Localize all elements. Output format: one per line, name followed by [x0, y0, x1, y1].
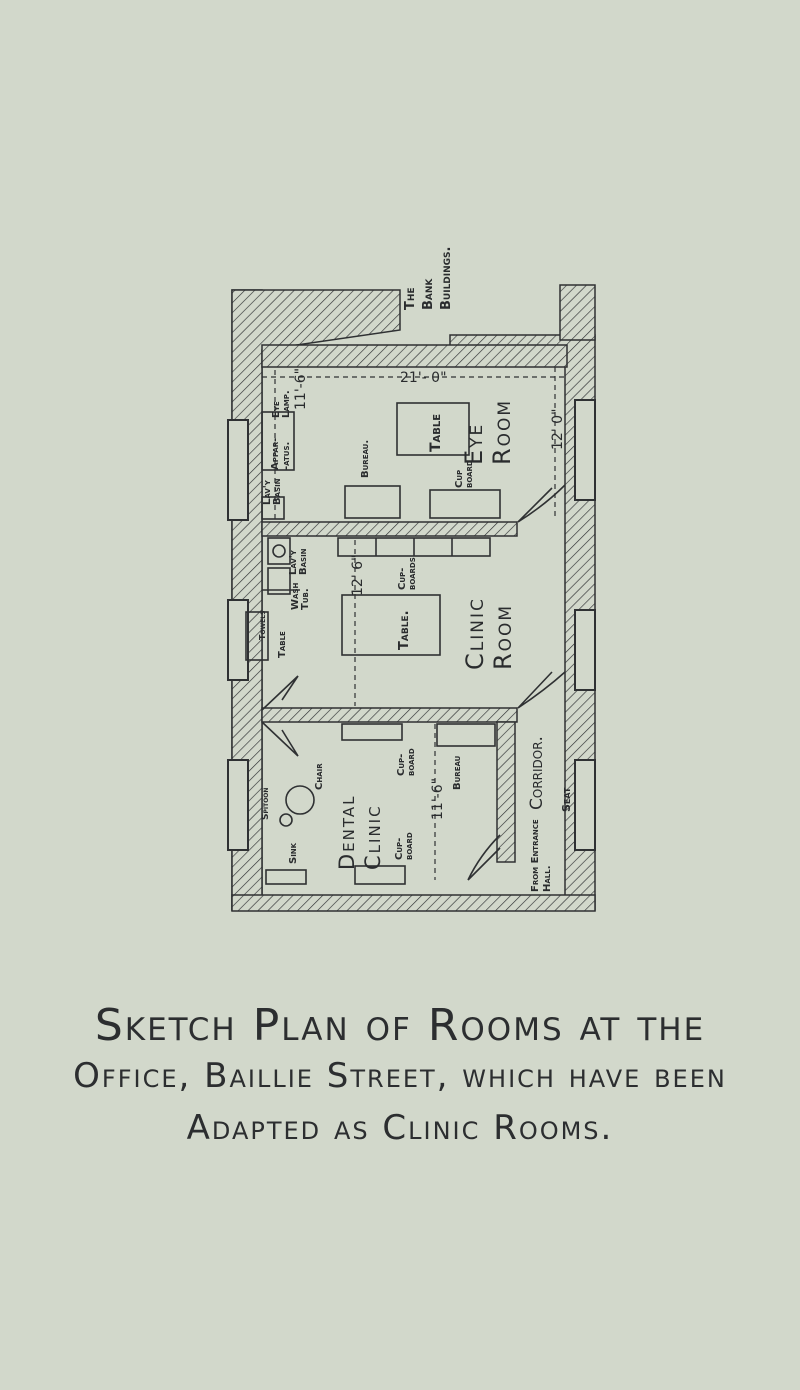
label-cupboard-low2-1: Cup- — [394, 838, 405, 860]
label-bank-1: The — [403, 287, 418, 310]
label-cupboard-low1-1: Cup- — [396, 754, 407, 776]
label-cupboard-low2-2: board — [404, 832, 415, 860]
caption-line-2: Office, Baillie Street, which have been — [73, 1056, 727, 1096]
label-cupboard-top-2: board — [464, 460, 475, 488]
label-eye-room-1: Eye — [460, 423, 488, 465]
label-bureau-top: Bureau. — [360, 440, 371, 478]
label-lav-basin-left-1: Lav'y — [262, 479, 273, 505]
label-right-dim: 12' 0" — [550, 409, 566, 450]
label-seat: Seat — [560, 787, 573, 812]
label-dental-clinic-2: Clinic — [361, 804, 385, 870]
label-from-entrance-2: Hall. — [542, 865, 553, 892]
label-lav-basin-mid-1: Lav'y — [288, 549, 299, 575]
label-apparatus-1: Appar- — [270, 438, 281, 470]
label-cupboard-top-1: Cup — [454, 470, 465, 488]
label-lav-basin-mid-2: Basin — [298, 548, 309, 575]
label-chair: Chair — [314, 763, 325, 790]
label-sink: Sink — [288, 842, 299, 864]
furniture — [245, 402, 501, 885]
plan-labels: The Bank Buildings. 21'- 0" Eye Lamp. 11… — [258, 247, 573, 892]
label-wash-tub-2: Tub. — [300, 588, 311, 610]
label-clinic-room-2: Room — [489, 604, 517, 670]
caption-line-3: Adapted as Clinic Rooms. — [186, 1108, 614, 1148]
label-table-mid: Table. — [397, 610, 412, 650]
partitions — [261, 521, 518, 863]
caption-line-1: Sketch Plan of Rooms at the — [94, 1000, 706, 1051]
label-clinic-room-1: Clinic — [461, 597, 489, 670]
dimension-lines — [262, 367, 565, 880]
label-width-dim: 21'- 0" — [400, 370, 447, 386]
label-table-top: Table — [428, 414, 444, 452]
label-bureau-low: Bureau — [452, 755, 463, 790]
label-eye-lamp-1: Eye — [271, 401, 282, 418]
label-lav-basin-left-2: Basin — [272, 478, 283, 505]
label-corridor: Corridor. — [527, 736, 547, 810]
outer-walls — [227, 284, 596, 912]
label-table-left: Table — [277, 631, 288, 658]
label-wash-tub-1: Wash — [290, 583, 301, 610]
label-cupboards-mid-1: Cup- — [397, 568, 408, 590]
label-cupboard-low1-2: board — [406, 748, 417, 776]
label-apparatus-2: -atus. — [281, 442, 292, 470]
label-cupboards-mid-2: boards — [407, 557, 418, 590]
label-depth-top: 11'-6" — [293, 368, 309, 410]
label-mid-dim: 12' 6" — [350, 555, 366, 596]
doors — [261, 484, 566, 881]
floor-plan: The Bank Buildings. 21'- 0" Eye Lamp. 11… — [227, 247, 596, 912]
label-low-dim: 11'-6" — [430, 778, 446, 820]
label-from-entrance-1: From Entrance — [530, 819, 541, 892]
label-bank-3: Buildings. — [439, 247, 454, 310]
label-eye-room-2: Room — [488, 399, 516, 465]
label-towels: Towels — [258, 611, 267, 640]
label-bank-2: Bank — [421, 278, 436, 310]
label-dental-clinic-1: Dental — [335, 795, 359, 871]
label-eye-lamp-2: Lamp. — [281, 390, 292, 418]
label-spitoon: Spitoon — [261, 788, 271, 820]
